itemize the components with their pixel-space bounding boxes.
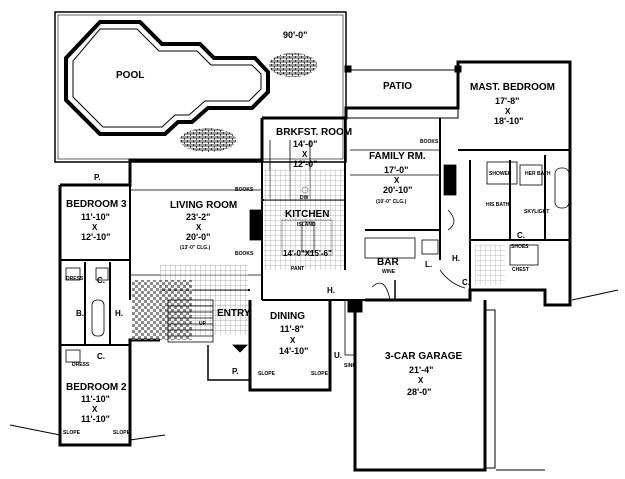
living-width: 23'-2" bbox=[186, 212, 211, 222]
living-x: X bbox=[196, 223, 202, 232]
entry-label: ENTRY bbox=[217, 308, 251, 319]
bedroom3-length: 12'-10" bbox=[81, 232, 111, 242]
pool-dimension: 90'-0" bbox=[283, 30, 308, 40]
mast-bedroom-name: MAST. BEDROOM bbox=[470, 82, 555, 93]
kitchen-island-label: ISLAND bbox=[297, 222, 316, 228]
garage-x: X bbox=[418, 376, 424, 385]
bedroom3-x: X bbox=[92, 223, 98, 232]
books-label-family: BOOKS bbox=[420, 139, 439, 145]
pantry-label: PANT bbox=[291, 266, 305, 272]
bar-label: BAR bbox=[377, 257, 399, 268]
stairs bbox=[167, 299, 214, 343]
living-length: 20'-0" bbox=[186, 232, 211, 242]
door-swings bbox=[232, 209, 466, 353]
her-bath-label: HER BATH bbox=[525, 171, 551, 177]
brkfst-x: X bbox=[302, 150, 308, 159]
books-label-living-bottom: BOOKS bbox=[235, 251, 254, 257]
garage-length: 28'-0" bbox=[407, 387, 432, 397]
kitchen-tile bbox=[264, 170, 344, 270]
mast-bedroom-length: 18'-10" bbox=[494, 116, 524, 126]
slope-label-dining-left: SLOPE bbox=[258, 371, 275, 377]
slope-label-bed2-left: SLOPE bbox=[63, 430, 80, 436]
ground-lines bbox=[9, 289, 619, 471]
utility-label: U. bbox=[334, 351, 342, 360]
dress-label-bed2: DRESS bbox=[72, 362, 90, 368]
outer-walls bbox=[58, 60, 572, 472]
dishwasher-label: DW bbox=[300, 195, 309, 201]
brkfst-length: 12'-0" bbox=[293, 159, 318, 169]
bedroom2-width: 11'-10" bbox=[81, 394, 110, 404]
skylight-label: SKYLIGHT bbox=[524, 209, 550, 215]
closet-label-master: C. bbox=[517, 231, 525, 240]
kitchen-name: KITCHEN bbox=[285, 209, 330, 220]
dining-width: 11'-8" bbox=[280, 324, 304, 334]
brkfst-room-name: BRKFST. ROOM bbox=[276, 127, 353, 138]
front-porch bbox=[207, 280, 396, 381]
garage-width: 21'-4" bbox=[409, 365, 434, 375]
living-ceiling-note: (13'-0" CLG.) bbox=[180, 245, 211, 251]
dining-length: 14'-10" bbox=[279, 346, 309, 356]
brkfst-width: 14'-0" bbox=[293, 139, 318, 149]
shoes-label: SHOES bbox=[511, 244, 529, 250]
stairs-up-label: UP bbox=[199, 321, 206, 327]
kitchen-dimensions: 14'-0"X15'-6" bbox=[283, 249, 332, 258]
shower-label: SHOWER bbox=[489, 171, 512, 177]
sink-label: SINK bbox=[344, 363, 356, 369]
bedroom3-width: 11'-10" bbox=[81, 212, 110, 222]
closet-label-bed2: C. bbox=[97, 352, 105, 361]
wine-label: WINE bbox=[382, 269, 396, 275]
dress-label-bed3: DRESS bbox=[66, 276, 84, 282]
chest-label: CHEST bbox=[512, 267, 529, 273]
dining-x: X bbox=[290, 336, 296, 345]
bath-tile bbox=[475, 245, 505, 285]
checker-floor bbox=[132, 280, 192, 340]
laundry-label: L. bbox=[425, 260, 433, 269]
dining-name: DINING bbox=[270, 311, 305, 322]
mast-bedroom-x: X bbox=[505, 107, 511, 116]
bedroom2-length: 11'-10" bbox=[81, 414, 110, 424]
mast-bedroom-width: 17'-8" bbox=[495, 96, 520, 106]
his-bath-label: HIS BATH bbox=[486, 202, 510, 208]
hall-label-bed: H. bbox=[115, 309, 123, 318]
patio-label: PATIO bbox=[383, 81, 413, 92]
bath-label: B. bbox=[76, 309, 84, 318]
patio-area bbox=[344, 65, 462, 119]
living-room-name: LIVING ROOM bbox=[170, 200, 238, 211]
closet-label-bed3: C. bbox=[97, 276, 105, 285]
brick-patches bbox=[180, 53, 317, 152]
family-length: 20'-10" bbox=[383, 185, 413, 195]
family-width: 17'-0" bbox=[384, 165, 409, 175]
family-room-name: FAMILY RM. bbox=[369, 151, 426, 162]
bedroom2-name: BEDROOM 2 bbox=[66, 382, 127, 393]
family-x: X bbox=[394, 176, 400, 185]
bedroom3-name: BEDROOM 3 bbox=[66, 199, 127, 210]
slope-label-dining-right: SLOPE bbox=[311, 371, 328, 377]
pool bbox=[64, 20, 270, 136]
family-ceiling-note: (10'-0" CLG.) bbox=[376, 199, 407, 205]
hall-label-master: H. bbox=[452, 254, 460, 263]
porch-label-rear: P. bbox=[94, 173, 101, 182]
garage-name: 3-CAR GARAGE bbox=[385, 351, 463, 362]
porch-label-front: P. bbox=[232, 367, 239, 376]
bedroom2-x: X bbox=[92, 405, 98, 414]
closet-label-hall: C. bbox=[462, 278, 470, 287]
books-label-living-top: BOOKS bbox=[235, 187, 254, 193]
hall-label-main: H. bbox=[327, 286, 335, 295]
slope-label-bed2-right: SLOPE bbox=[113, 430, 130, 436]
pool-label: POOL bbox=[116, 70, 145, 81]
